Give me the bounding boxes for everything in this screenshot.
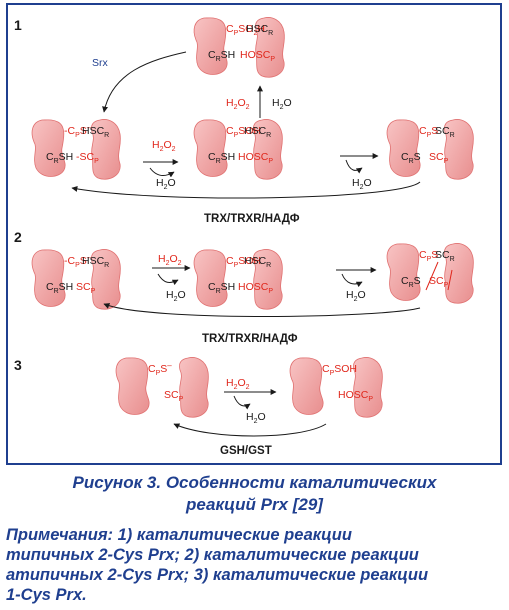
p1-h2o2-up: H2O2 — [226, 97, 250, 111]
p1-h2o-out: H2O — [156, 177, 176, 191]
p2-h2o-out-2: H2O — [346, 289, 366, 303]
p2-state-1-cr-label: HSCR​ — [82, 255, 109, 269]
p3-state-1-right-subunit — [179, 357, 209, 418]
p1-sulfinic-left-subunit — [193, 17, 228, 75]
p2-state-3-cr2-label: CR​S — [401, 275, 421, 289]
p1-sulfinic-cp-label: CP​SO2​H — [226, 23, 265, 37]
notes-line-1: Примечания: 1) каталитические реакции — [6, 526, 352, 544]
p3-h2o-curve — [233, 395, 251, 410]
p1-state-2-right-subunit — [253, 119, 283, 180]
p2-state-3-left-subunit — [386, 243, 421, 301]
p1-state-3-cp2-label: SCP​ — [429, 151, 449, 165]
p2-h2o2-in: H2O2 — [158, 253, 182, 267]
p2-state-3-cp-label: CP​S — [419, 249, 438, 263]
p2-state-3-right-subunit — [444, 243, 474, 304]
p3-state-2-cp-label: CP​SOH — [322, 363, 357, 377]
p1-state-1-cr2-label: CR​SH — [46, 151, 73, 165]
p3-h2o-out: H2O — [246, 411, 266, 425]
p1-state-1-cp-label: -CP​S–​ — [64, 123, 92, 139]
panel-number-2: 2 — [14, 229, 22, 245]
p2-disulfide-bond-1 — [425, 261, 439, 291]
p1-h2o-curve-2 — [345, 159, 363, 174]
srx-arrow — [102, 51, 187, 113]
p2-h2o-curve — [157, 273, 179, 286]
p2-disulfide-bond-2 — [447, 269, 453, 291]
notes-line-2: типичных 2-Cys Prx; 2) каталитические ре… — [6, 546, 419, 564]
p2-state-2-cr2-label: CR​SH — [208, 281, 235, 295]
p2-state-1-cp2-label: SCP​ — [76, 281, 96, 295]
p2-state-2-right-subunit — [253, 249, 283, 310]
p1-state-3-left-subunit — [386, 119, 421, 177]
p1-state-1-left-subunit — [31, 119, 66, 177]
panel-number-3: 3 — [14, 357, 22, 373]
p3-reduction-arrow — [173, 423, 327, 437]
p3-state-2-left-subunit — [289, 357, 324, 415]
p3-state-2-cp2-label: HOSCP​ — [338, 389, 373, 403]
p3-state-2-right-subunit — [353, 357, 383, 418]
p3-reductant-label: GSH/GST — [220, 445, 272, 457]
p2-reductant-label: TRX/TRXR/НАДФ — [202, 333, 298, 345]
p1-reductant-label: TRX/TRXR/НАДФ — [204, 213, 300, 225]
p1-state-1-right-subunit — [91, 119, 121, 180]
p2-state-2-cp-label: CP​SOH — [226, 255, 261, 269]
p1-state-2-left-subunit — [193, 119, 228, 177]
p1-state-1-cr-label: HSCR​ — [82, 125, 109, 139]
p2-state-1-left-subunit — [31, 249, 66, 307]
prx-catalytic-diagram: 123CP​SO2​HHSCR​CR​SHHOSCP​Srx-CP​S–​HSC… — [14, 17, 474, 457]
p2-state-3-cr-label: SCR​ — [435, 249, 455, 263]
p1-state-3-cr-label: SCR​ — [435, 125, 455, 139]
p1-state-1-cp2-label: -SCP​ — [76, 151, 99, 165]
p3-state-1-cp2-label: SCP​ — [164, 389, 184, 403]
p2-state-2-left-subunit — [193, 249, 228, 307]
p2-h2o-curve-2 — [341, 273, 363, 288]
p2-h2o-out: H2O — [166, 289, 186, 303]
notes-line-4: 1-Cys Prx. — [6, 586, 87, 604]
p1-h2o-out-2: H2O — [352, 177, 372, 191]
p1-state-2-cr-label: HSCR​ — [244, 125, 271, 139]
p2-state-1-cp-label: -CP​S–​ — [64, 253, 92, 269]
p1-h2o2-in: H2O2 — [152, 139, 176, 153]
srx-label: Srx — [92, 57, 109, 69]
p3-h2o2-in: H2O2 — [226, 377, 250, 391]
p2-state-3-cp2-label: SCP​ — [429, 275, 449, 289]
p1-sulfinic-cp2-label: HOSCP​ — [240, 49, 275, 63]
p2-state-1-right-subunit — [91, 249, 121, 310]
p1-state-2-cp-label: CP​SOH — [226, 125, 261, 139]
p1-state-3-right-subunit — [444, 119, 474, 180]
figure-caption-line-1: Рисунок 3. Особенности каталитических — [72, 473, 437, 492]
p3-state-1-left-subunit — [115, 357, 150, 415]
figure-frame — [6, 3, 502, 465]
p1-sulfinic-right-subunit — [255, 17, 285, 78]
p1-state-2-cp2-label: HOSCP​ — [238, 151, 273, 165]
p1-sulfinic-cr-label: HSCR​ — [246, 23, 273, 37]
p2-reduction-arrow — [103, 303, 421, 317]
figure-caption-line-2: реакций Prx [29] — [186, 495, 323, 514]
p2-state-2-cr-label: HSCR​ — [244, 255, 271, 269]
p1-sulfinic-cr2-label: CR​SH — [208, 49, 235, 63]
panel-number-1: 1 — [14, 17, 22, 33]
p1-state-2-cr2-label: CR​SH — [208, 151, 235, 165]
p1-state-3-cr2-label: CR​S — [401, 151, 421, 165]
p1-h2o-up: H2O — [272, 97, 292, 111]
p1-reduction-arrow — [71, 181, 421, 199]
p1-h2o-curve — [149, 167, 175, 178]
p1-state-3-cp-label: CP​S — [419, 125, 438, 139]
notes-line-3: атипичных 2-Cys Prx; 3) каталитические р… — [6, 566, 429, 584]
p2-state-1-cr2-label: CR​SH — [46, 281, 73, 295]
p3-state-1-cp-label: CP​S–​ — [148, 361, 172, 377]
p2-state-2-cp2-label: HOSCP​ — [238, 281, 273, 295]
